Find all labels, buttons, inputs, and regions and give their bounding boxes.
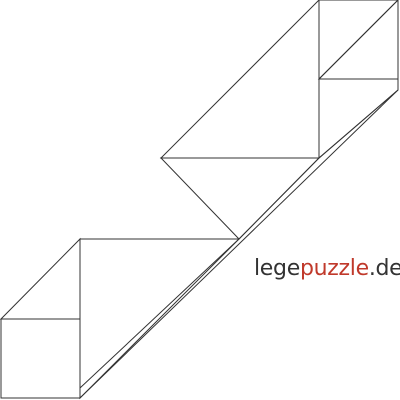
- piece-center-small-triangle: [159, 157, 321, 240]
- piece-center-right-strip: [79, 89, 399, 400]
- piece-top-square-lower: [317, 0, 399, 80]
- logo-text-lege: lege: [254, 256, 300, 281]
- piece-lower-left-triangle: [0, 237, 81, 320]
- brand-logo: legepuzzle.de: [254, 258, 400, 280]
- logo-text-domain: .de: [368, 256, 400, 281]
- piece-lower-large-triangle: [79, 238, 241, 400]
- piece-bottom-square: [0, 318, 81, 399]
- piece-top-right-strip: [318, 78, 399, 160]
- piece-top-large-triangle: [159, 0, 320, 159]
- logo-text-puzzle: puzzle: [299, 256, 369, 281]
